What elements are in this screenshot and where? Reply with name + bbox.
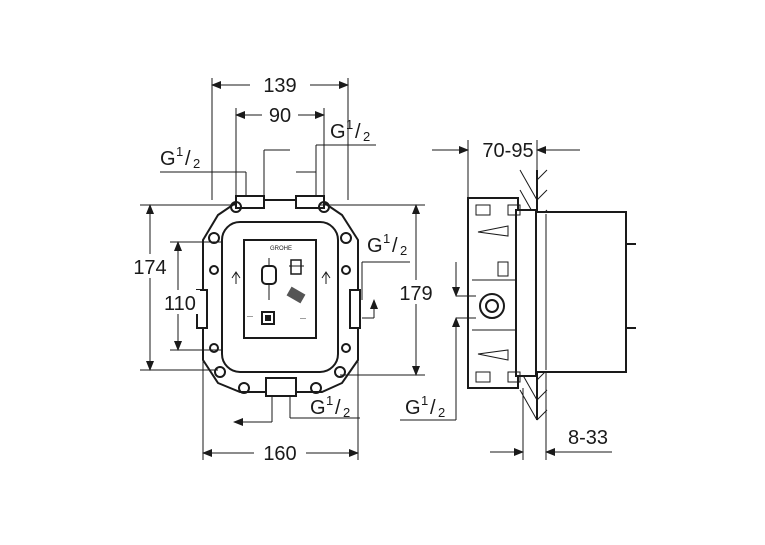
thread-label-bottom: G 1 / 2	[233, 393, 360, 426]
thread-label-side: G 1 / 2	[400, 262, 476, 421]
svg-text:/: /	[335, 397, 341, 419]
svg-text:1: 1	[421, 393, 428, 408]
svg-text:G: G	[405, 397, 421, 419]
flow-arrow-left	[231, 271, 241, 284]
dimension-139: 139	[211, 75, 349, 200]
svg-text:1: 1	[346, 117, 353, 132]
flow-arrow-right	[321, 271, 331, 284]
dimension-90-label: 90	[269, 105, 291, 127]
side-cover-box	[535, 211, 627, 373]
inner-frame	[221, 221, 339, 373]
svg-text:/: /	[392, 235, 398, 257]
dimension-160-label: 160	[263, 443, 296, 465]
svg-text:/: /	[185, 148, 191, 170]
front-view: GROHE — — 139	[130, 75, 438, 465]
svg-text:2: 2	[363, 129, 370, 144]
thread-label-top-left: G 1 / 2	[160, 144, 290, 196]
svg-text:—: —	[247, 314, 253, 320]
side-port-circle	[479, 293, 505, 319]
svg-text:2: 2	[438, 405, 445, 420]
dimension-174: 174	[130, 204, 236, 371]
side-body	[467, 197, 519, 389]
dimension-8-33-label: 8-33	[568, 427, 608, 449]
thread-label-top-right: G 1 / 2	[296, 117, 376, 196]
plate-symbols: — —	[247, 258, 306, 325]
dimension-8-33: 8-33	[490, 372, 612, 460]
center-plate	[243, 239, 317, 339]
dimension-174-label: 174	[133, 257, 166, 279]
side-port-right	[349, 289, 361, 329]
svg-text:G: G	[310, 397, 326, 419]
svg-text:1: 1	[326, 393, 333, 408]
dimension-139-label: 139	[263, 75, 296, 97]
thread-label-right: G 1 / 2	[361, 231, 410, 319]
dimension-179: 179	[320, 204, 438, 376]
dimension-110: 110	[160, 241, 222, 351]
side-mount-plate	[515, 209, 537, 377]
bottom-outlet	[265, 377, 297, 397]
dimension-110-label: 110	[164, 293, 196, 315]
svg-text:2: 2	[193, 156, 200, 171]
svg-text:G: G	[367, 235, 383, 257]
side-ribs	[472, 204, 521, 383]
svg-text:1: 1	[383, 231, 390, 246]
svg-text:/: /	[430, 397, 436, 419]
dimension-70-95: 70-95	[432, 140, 580, 198]
dimension-90: 90	[235, 105, 325, 196]
svg-text:G: G	[330, 121, 346, 143]
svg-text:—: —	[300, 316, 306, 322]
svg-text:/: /	[355, 121, 361, 143]
side-view: 70-95 G 1 / 2 8-33	[400, 140, 636, 460]
dimension-179-label: 179	[399, 283, 432, 305]
dimension-70-95-label: 70-95	[482, 140, 533, 162]
svg-text:1: 1	[176, 144, 183, 159]
svg-text:G: G	[160, 148, 176, 170]
dimension-160: 160	[202, 360, 359, 465]
svg-text:2: 2	[343, 405, 350, 420]
brand-logo: GROHE	[270, 246, 292, 252]
mounting-lugs	[208, 201, 352, 394]
svg-text:2: 2	[400, 243, 407, 258]
